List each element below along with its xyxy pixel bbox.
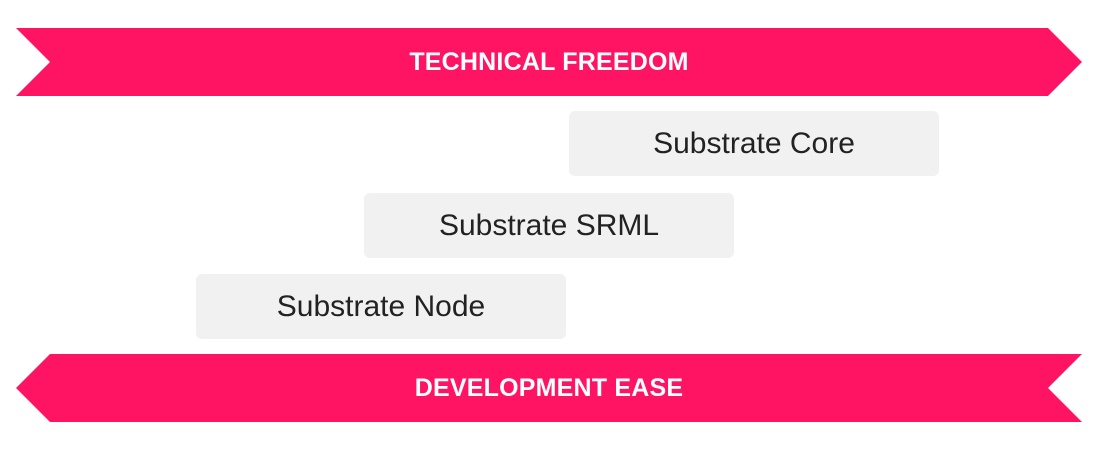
substrate-node-box: Substrate Node <box>196 274 566 339</box>
substrate-core-box: Substrate Core <box>569 111 939 176</box>
left-arrow-banner-shape <box>16 354 1082 422</box>
technical-freedom-label: TECHNICAL FREEDOM <box>409 48 689 76</box>
substrate-srml-box: Substrate SRML <box>364 193 734 258</box>
right-arrow-banner-shape <box>16 28 1082 96</box>
right-arrow-shape <box>16 28 1082 96</box>
development-ease-label: DEVELOPMENT EASE <box>414 374 684 402</box>
development-ease-arrow-banner: DEVELOPMENT EASE <box>16 354 1082 422</box>
technical-freedom-arrow-banner: TECHNICAL FREEDOM <box>16 28 1082 96</box>
left-arrow-shape <box>16 354 1082 422</box>
